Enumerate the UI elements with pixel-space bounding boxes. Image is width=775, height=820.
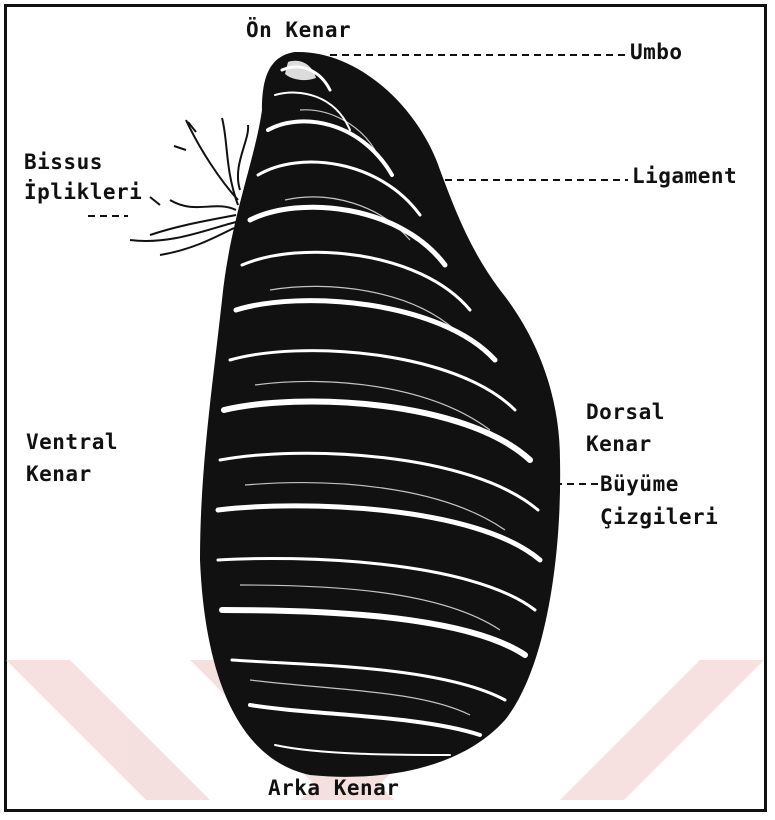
label-posterior-edge: Arka Kenar <box>268 776 399 800</box>
label-dorsal-line2: Kenar <box>586 432 652 456</box>
label-ventral-line1: Ventral <box>26 430 118 454</box>
label-growth-lines-line1: Büyüme <box>600 472 679 496</box>
label-byssus-line1: Bissus <box>24 150 103 174</box>
label-growth-lines-line2: Çizgileri <box>600 505 718 529</box>
label-dorsal-line1: Dorsal <box>586 400 665 424</box>
shell <box>200 52 560 777</box>
label-umbo: Umbo <box>630 40 683 64</box>
label-byssus-line2: İplikleri <box>24 180 142 204</box>
label-ventral-line2: Kenar <box>26 462 92 486</box>
label-anterior-edge: Ön Kenar <box>246 18 351 42</box>
label-ligament: Ligament <box>632 164 737 188</box>
byssus-threads <box>130 118 248 255</box>
